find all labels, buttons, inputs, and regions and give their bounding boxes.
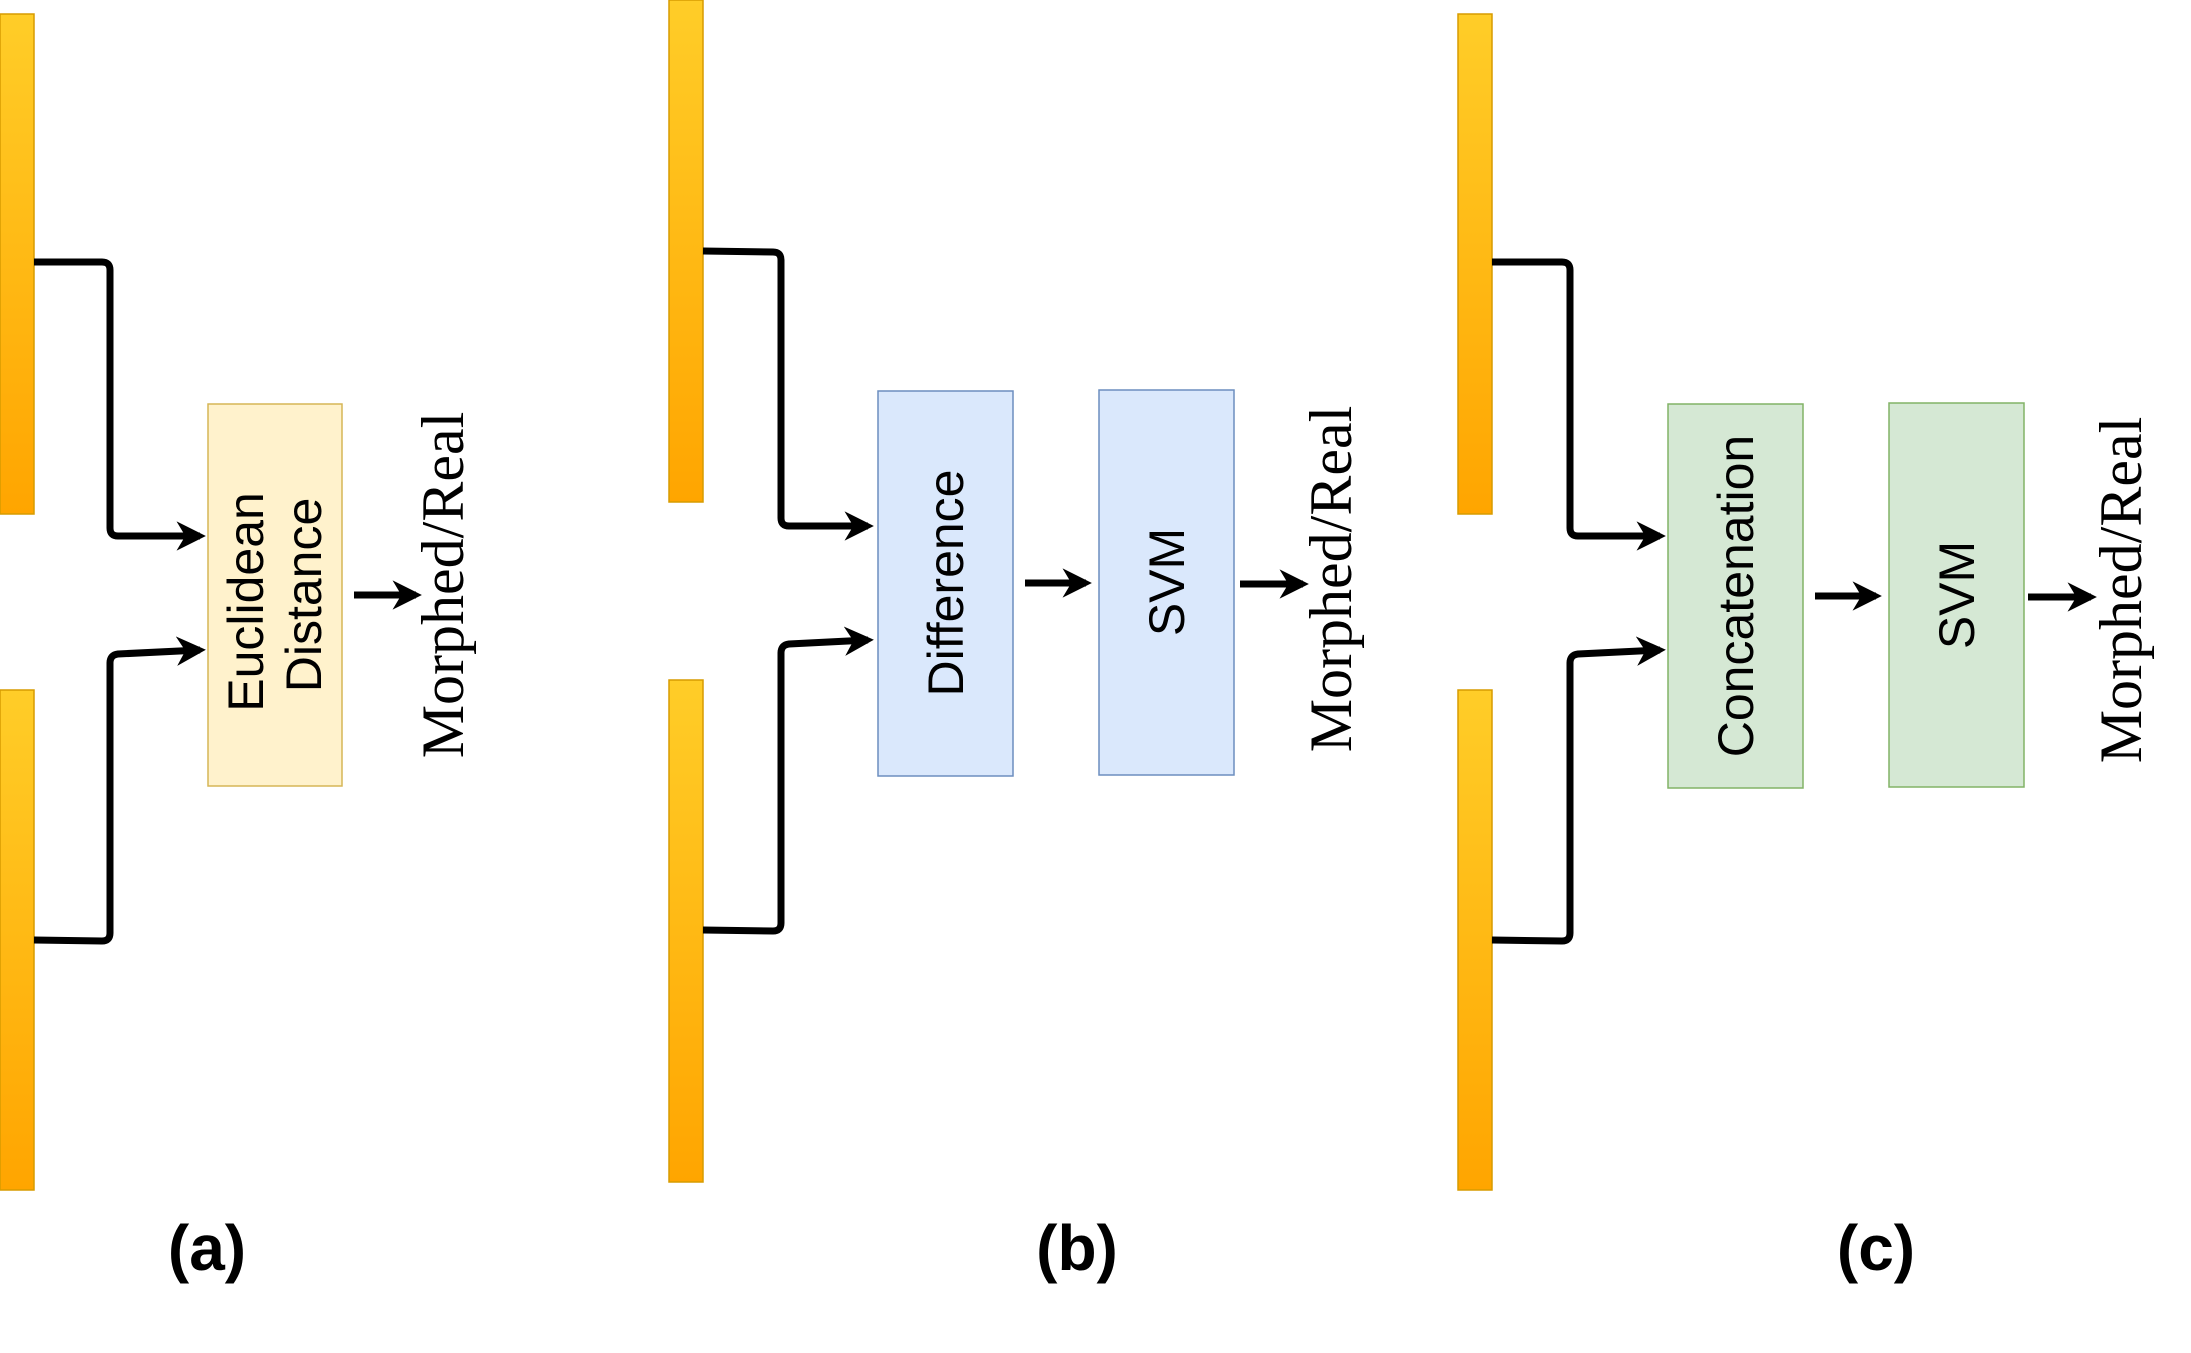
feature-vector-bottom (0, 689, 35, 1191)
arrow-bottom-to-euclidean (33, 636, 206, 945)
output-label-a: Morphed/Real (410, 412, 476, 759)
arrow-top-to-difference (702, 247, 874, 541)
caption-a: (a) (168, 1212, 246, 1284)
difference-label: Difference (918, 470, 974, 697)
panel-c: Concatenation SVM Morphed/Real (c) (1457, 13, 2154, 1284)
feature-vector-top (0, 13, 35, 515)
euclidean-label-line2: Distance (276, 498, 332, 693)
arrow-top-to-concatenation (1492, 258, 1666, 551)
euclidean-distance-box (207, 403, 343, 787)
feature-vector-bottom (1457, 689, 1493, 1191)
concatenation-box (1667, 403, 1804, 789)
difference-box (877, 390, 1014, 777)
svm-label: SVM (1139, 528, 1195, 636)
panel-b: Difference SVM Morphed/Real (b) (668, 0, 1364, 1284)
svg-text:Euclidean Distance: Euclidean Distance (218, 478, 332, 712)
caption-b: (b) (1036, 1212, 1118, 1284)
arrow-bottom-to-difference (702, 626, 874, 935)
feature-vector-bottom (668, 679, 704, 1183)
feature-vector-top (1457, 13, 1493, 515)
arrow-top-to-euclidean (34, 258, 206, 551)
svm-box (1098, 389, 1235, 776)
concatenation-label: Concatenation (1708, 435, 1764, 757)
feature-vector-top (668, 0, 704, 503)
panel-a: Euclidean Distance Morphed/Real (a) (0, 13, 476, 1284)
euclidean-label-line1: Euclidean (218, 492, 274, 712)
output-label-c: Morphed/Real (2088, 417, 2154, 764)
caption-c: (c) (1837, 1212, 1915, 1284)
arrow-bottom-to-concatenation (1491, 636, 1666, 945)
svm-box (1888, 402, 2025, 788)
output-label-b: Morphed/Real (1298, 406, 1364, 753)
svm-label: SVM (1929, 541, 1985, 649)
